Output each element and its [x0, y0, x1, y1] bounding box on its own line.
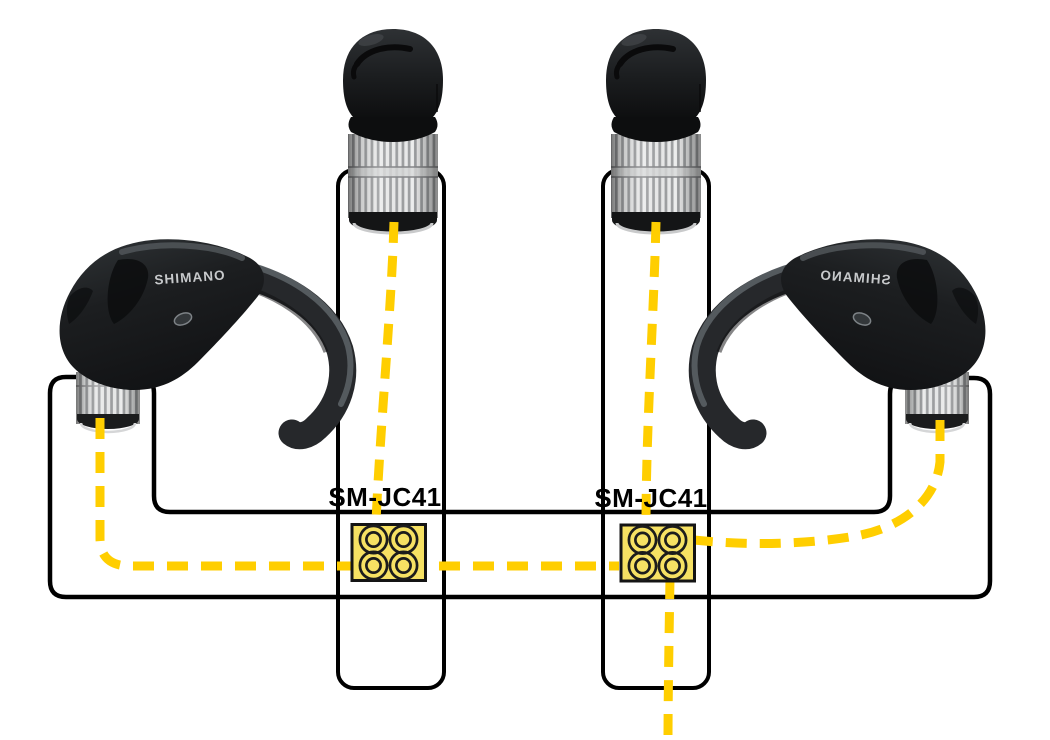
- junction-box-left: [350, 523, 427, 582]
- wire-right-barend-to-right-junction: [641, 221, 661, 523]
- junction-box-right-ports: [627, 525, 688, 581]
- di2-wires: [95, 221, 945, 740]
- shimano-logo-right: SHIMANO: [819, 268, 891, 288]
- extension-tube-right: [601, 168, 711, 690]
- junction-box-left-ports: [358, 524, 419, 581]
- brake-lever-right: SHIMANO: [695, 239, 986, 435]
- bar-end-shifter-left: [343, 29, 443, 233]
- wire-left-lever-along-basebar: [95, 418, 619, 571]
- wire-right-lever-to-right-junction: [693, 420, 945, 548]
- junction-box-left-body: [350, 523, 427, 582]
- junction-label-right: SM-JC41: [594, 483, 707, 513]
- junction-label-left: SM-JC41: [328, 482, 441, 512]
- wire-left-barend-to-left-junction: [371, 221, 399, 523]
- junction-box-right-body: [619, 523, 696, 583]
- shimano-logo-left: SHIMANO: [154, 268, 226, 288]
- brake-lever-left: SHIMANO: [60, 239, 351, 435]
- bar-end-shifter-right: [606, 29, 706, 233]
- wire-right-junction-down: [663, 577, 675, 740]
- junction-box-right: [619, 523, 696, 583]
- extension-tube-left: [336, 168, 446, 690]
